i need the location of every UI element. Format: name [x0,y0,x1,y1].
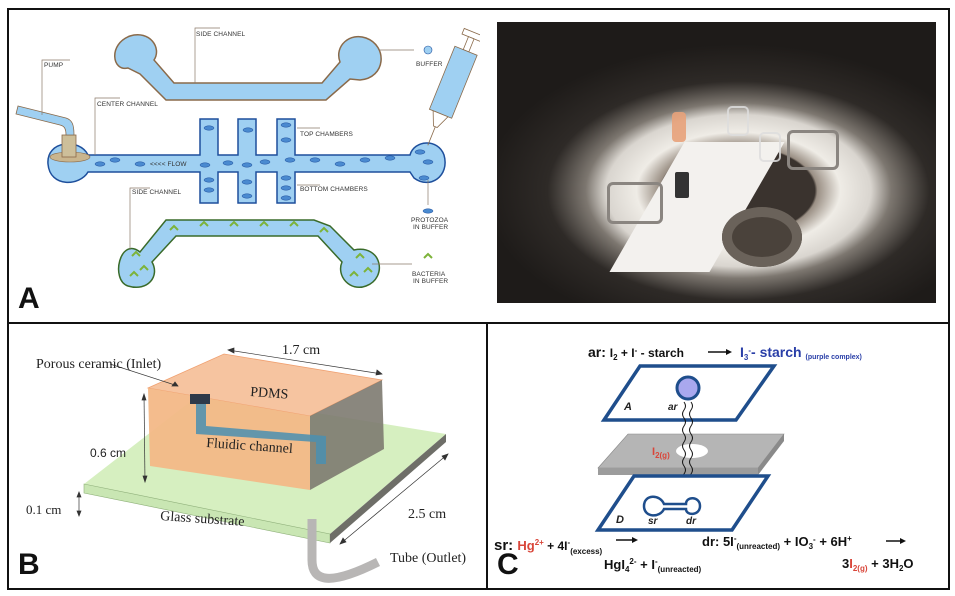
label-protozoa-1: PROTOZOA [411,217,449,224]
label-substrate-thickness: 0.1 cm [26,502,61,517]
bottom-side-channel [117,219,381,289]
eq-dr-product: 3I2(g) + 3H2O [842,556,914,573]
microfluidic-device-photo [497,22,936,303]
fluidic-channel [196,400,326,464]
pdms-side [310,380,384,490]
label-glass-substrate: Glass substrate [160,509,245,530]
pdms-front [148,388,310,490]
label-protozoa-2: IN BUFFER [413,224,448,231]
label-layer-a: A [623,401,632,413]
label-bacteria-2: IN BUFFER [413,278,448,285]
label-sr: sr [648,516,659,527]
label-bottom-chambers: BOTTOM CHAMBERS [300,186,368,193]
sr-dr-channel [642,495,702,517]
eq-ar-product: I3-- starch (purple complex) [740,344,862,362]
buffer-icon [423,45,433,55]
panel-letter-b: B [18,548,40,581]
glass-side [330,434,446,543]
ar-zone [675,375,701,401]
label-fluidic-channel: Fluidic channel [206,436,294,457]
label-length: 2.5 cm [408,507,446,522]
arrow-right-icon [708,349,732,355]
label-dr: dr [686,516,697,527]
eq-sr-product: HgI42- + I-(unreacted) [604,557,702,574]
label-layer-d: D [616,514,624,526]
figure-frame [7,8,950,590]
label-width: 1.7 cm [282,343,320,358]
objective-lens [722,207,802,267]
label-pump: PUMP [44,62,63,69]
membrane-plate-side [758,434,784,475]
panel-c-reaction-diagram: ar: I2 + I- - starch I3-- starch (purple… [494,344,914,574]
label-side-channel-top: SIDE CHANNEL [196,31,246,38]
label-outlet: Tube (Outlet) [390,551,466,566]
panel-letter-c: C [497,548,519,581]
arrow-right-icon [886,538,906,544]
binder-clip-right [787,130,839,170]
panel-divider-vertical [486,322,488,588]
label-inlet: Porous ceramic (Inlet) [36,357,162,372]
eq-ar: ar: I2 + I- - starch [588,344,684,362]
binder-clip-left [607,182,663,224]
top-side-channel [114,34,382,101]
label-i2g: I2(g) [652,446,670,460]
label-top-chambers: TOP CHAMBERS [300,131,354,138]
label-buffer: BUFFER [416,61,443,68]
leader-lines [41,27,429,265]
label-side-channel-bottom: SIDE CHANNEL [132,189,182,196]
panel-divider-horizontal [7,322,948,324]
label-height: 0.6 cm [90,446,126,460]
outlet-tube [307,519,381,583]
reservoir-1 [727,106,749,136]
membrane-plate-edge [598,468,758,475]
panel-letter-a: A [18,282,40,315]
porous-ceramic-inlet [190,394,210,404]
label-bacteria-1: BACTERIA [412,271,446,278]
eq-sr: sr: Hg2+ + 4I-(excess) [494,537,603,556]
protozoa-cluster [94,122,434,214]
label-pdms: PDMS [250,385,289,403]
panel-b-device-diagram: Porous ceramic (Inlet) 1.7 cm PDMS 0.6 c… [26,343,466,583]
label-ar: ar [668,402,679,413]
connector [675,172,689,198]
label-center-channel: CENTER CHANNEL [97,101,158,108]
label-flow: <<<< FLOW [150,161,187,168]
panel-a-schematic: SIDE CHANNEL BUFFER PUMP CENTER CHANNEL … [15,27,480,289]
center-channel [15,105,446,204]
eq-dr: dr: 5I-(unreacted) + IO3- + 6H+ [702,534,852,551]
arrow-right-icon [616,537,638,543]
reservoir-2 [759,132,781,162]
orange-tube [672,112,686,142]
syringe-icon [427,27,480,146]
bacteria-cluster [129,220,433,277]
dimension-arrows [76,347,449,545]
